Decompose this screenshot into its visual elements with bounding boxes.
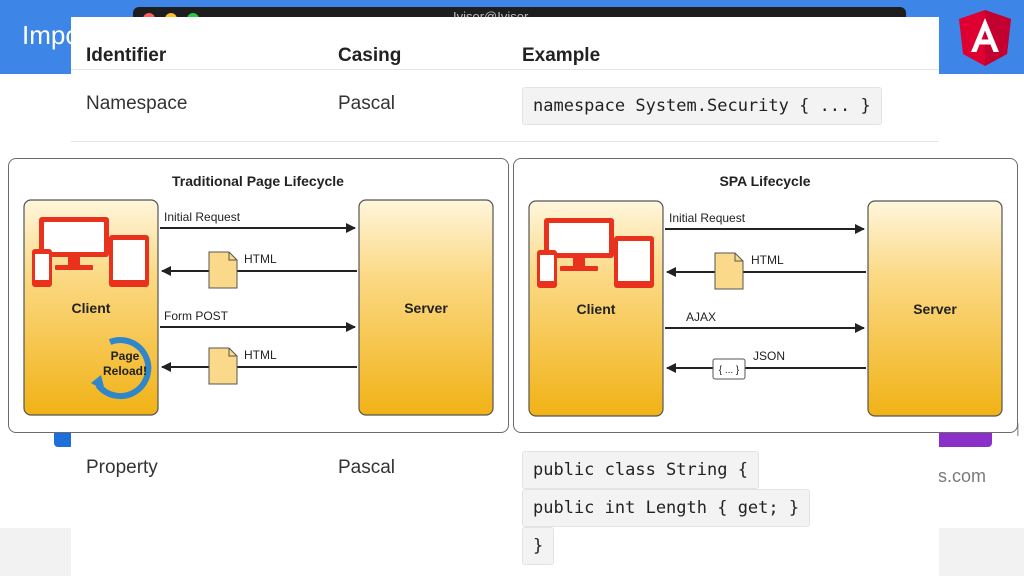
page-reload-icon: Page Reload!: [91, 337, 152, 400]
client-devices-icon: [32, 217, 149, 287]
code-example: namespace System.Security { ... }: [522, 87, 882, 125]
row-identifier: Namespace: [86, 93, 188, 114]
header-example: Example: [522, 45, 601, 66]
reload-label: Page: [111, 349, 140, 363]
code-example: }: [522, 527, 555, 565]
site-url-text: s.com: [938, 466, 987, 486]
slide-title: Impo: [22, 20, 80, 50]
header-casing: Casing: [338, 45, 402, 66]
traditional-lifecycle-diagram: Traditional Page Lifecycle Client Server…: [8, 158, 509, 433]
code-example: public int Length { get; }: [522, 489, 811, 527]
arrow-label: HTML: [244, 348, 277, 362]
header-identifier: Identifier: [86, 45, 167, 66]
server-label: Server: [404, 300, 448, 316]
json-box: [712, 358, 746, 380]
diagram-title: Traditional Page Lifecycle: [172, 173, 344, 189]
code-example: public class String {: [522, 451, 759, 489]
server-label: Server: [913, 301, 957, 317]
row-casing: Pascal: [338, 93, 396, 114]
edge-mark: |: [1016, 420, 1020, 436]
row-casing: Pascal: [338, 457, 396, 478]
arrow-label: JSON: [753, 349, 785, 363]
angular-logo-icon: [959, 10, 1011, 66]
arrow-label: Initial Request: [164, 210, 241, 224]
client-devices-icon: [537, 218, 654, 288]
client-label: Client: [577, 301, 616, 317]
document-icon: [208, 251, 238, 289]
arrow-label: AJAX: [686, 310, 716, 324]
reload-label: Reload!: [103, 364, 147, 378]
server-box: [867, 200, 1003, 417]
row-divider: [71, 141, 939, 142]
arrow-label: HTML: [244, 252, 277, 266]
diagram-title: SPA Lifecycle: [719, 173, 810, 189]
arrow-label: HTML: [751, 253, 784, 267]
spa-lifecycle-diagram: SPA Lifecycle Client Server Initial Requ…: [513, 158, 1018, 433]
server-box: [358, 199, 494, 416]
header-divider: [71, 69, 939, 70]
document-icon: [714, 252, 744, 290]
client-label: Client: [72, 300, 111, 316]
arrow-label: Form POST: [164, 309, 229, 323]
arrow-label: Initial Request: [669, 211, 746, 225]
document-icon: [208, 347, 238, 385]
row-identifier: Property: [86, 457, 158, 478]
json-box-label: { ... }: [719, 365, 740, 376]
